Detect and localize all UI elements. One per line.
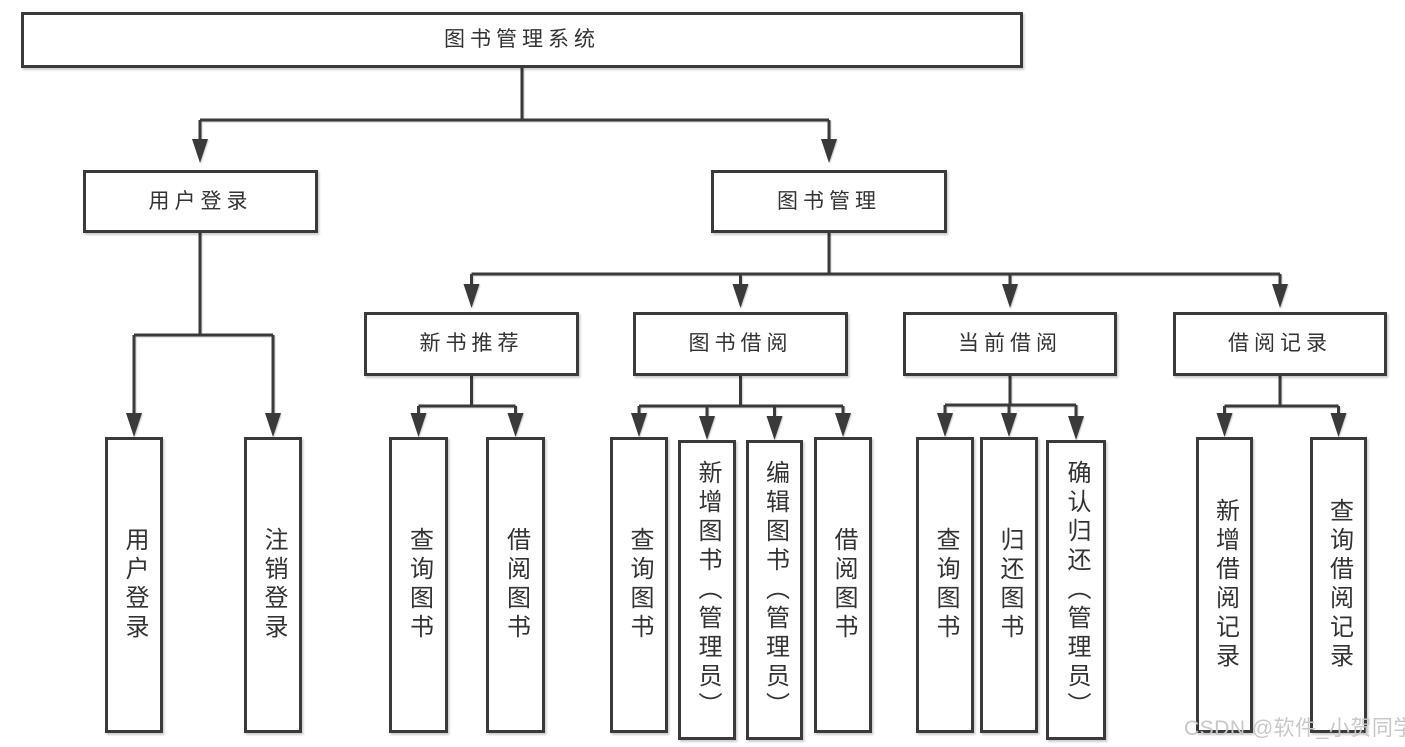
node-new-book-recommend: 新书推荐 <box>364 312 579 376</box>
node-leaf-logout-label: 注销登录 <box>260 527 287 643</box>
node-root-label: 图书管理系统 <box>444 28 600 52</box>
connector-borrow-records-children <box>1216 376 1347 437</box>
node-leaf-return-books: 归还图书 <box>980 437 1038 733</box>
node-leaf-add-borrow-record: 新增借阅记录 <box>1196 437 1253 733</box>
node-leaf-return-books-label: 归还图书 <box>996 527 1023 643</box>
node-leaf-query-borrow-record-label: 查询借阅记录 <box>1325 498 1353 672</box>
node-leaf-confirm-return-admin-label: 确认归还（管理员） <box>1063 459 1090 721</box>
node-leaf-user-login: 用户登录 <box>105 437 163 733</box>
node-leaf-add-borrow-record-label: 新增借阅记录 <box>1211 498 1239 672</box>
node-book-borrow-label: 图书借阅 <box>688 332 793 356</box>
connector-book-management-to-level3 <box>463 233 1288 308</box>
connector-new-book-recommend-children <box>410 376 524 437</box>
node-leaf-query-books-current: 查询图书 <box>916 437 974 733</box>
node-borrow-records: 借阅记录 <box>1173 312 1387 376</box>
connector-book-borrow-children <box>631 376 851 440</box>
csdn-watermark: CSDN @软件_小贺同学 <box>1184 717 1405 740</box>
node-book-management: 图书管理 <box>711 170 947 233</box>
node-leaf-confirm-return-admin: 确认归还（管理员） <box>1046 440 1106 740</box>
node-leaf-add-book-admin-label: 新增图书（管理员） <box>694 459 721 721</box>
node-user-login-label: 用户登录 <box>148 189 253 213</box>
node-current-borrow-label: 当前借阅 <box>958 332 1062 356</box>
node-book-borrow: 图书借阅 <box>633 312 848 376</box>
node-leaf-borrow-books-borrow-label: 借阅图书 <box>830 527 857 643</box>
connector-user-login-children <box>126 233 281 437</box>
node-leaf-query-books-recommend: 查询图书 <box>389 437 448 733</box>
node-new-book-recommend-label: 新书推荐 <box>419 332 524 356</box>
node-leaf-edit-book-admin: 编辑图书（管理员） <box>746 440 803 740</box>
node-leaf-query-borrow-record: 查询借阅记录 <box>1310 437 1367 733</box>
node-leaf-logout: 注销登录 <box>244 437 302 733</box>
node-leaf-user-login-label: 用户登录 <box>121 527 148 643</box>
node-leaf-borrow-books-borrow: 借阅图书 <box>814 437 872 733</box>
node-leaf-add-book-admin: 新增图书（管理员） <box>678 440 736 740</box>
node-user-login: 用户登录 <box>83 170 318 233</box>
node-leaf-borrow-books-recommend-label: 借阅图书 <box>502 527 530 643</box>
node-book-management-label: 图书管理 <box>777 189 881 213</box>
node-leaf-query-books-borrow: 查询图书 <box>610 437 668 733</box>
connector-current-borrow-children <box>937 376 1084 440</box>
node-current-borrow: 当前借阅 <box>903 312 1117 376</box>
node-leaf-query-books-recommend-label: 查询图书 <box>405 527 433 643</box>
node-leaf-borrow-books-recommend: 借阅图书 <box>486 437 545 733</box>
node-leaf-query-books-borrow-label: 查询图书 <box>626 527 653 643</box>
connector-root-to-level2 <box>192 68 837 163</box>
node-borrow-records-label: 借阅记录 <box>1228 332 1332 356</box>
node-root: 图书管理系统 <box>21 12 1023 68</box>
node-leaf-edit-book-admin-label: 编辑图书（管理员） <box>761 459 789 721</box>
node-leaf-query-books-current-label: 查询图书 <box>932 527 959 643</box>
